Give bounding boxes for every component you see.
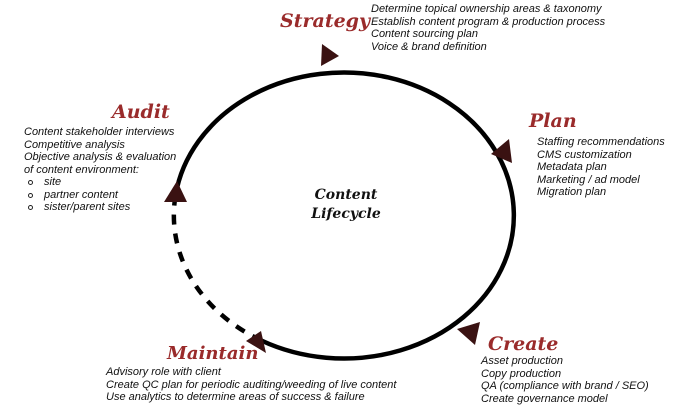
audit-title: Audit [112, 101, 170, 123]
cycle-dashed-arc [171, 194, 263, 343]
create-arrow-icon [457, 322, 480, 345]
plan-title: Plan [529, 110, 577, 132]
maintain-title: Maintain [167, 343, 259, 364]
audit-sub-item: partner content [24, 189, 176, 202]
plan-item: Marketing / ad model [537, 173, 640, 186]
strategy-arrow-icon [321, 44, 339, 66]
strategy-list: Determine topical ownership areas & taxo… [371, 3, 605, 53]
audit-arrow-icon [164, 181, 187, 202]
audit-sub-list: site partner content sister/parent sites [24, 176, 176, 214]
audit-list: Content stakeholder interviews Competiti… [24, 126, 176, 214]
maintain-item: Create QC plan for periodic auditing/wee… [106, 378, 397, 391]
strategy-item: Voice & brand definition [371, 40, 487, 53]
maintain-list: Advisory role with client Create QC plan… [106, 366, 396, 404]
audit-sub-item: site [24, 176, 176, 189]
create-item: Asset production [481, 355, 563, 367]
maintain-arrow-icon [246, 331, 266, 353]
plan-arrow-icon [491, 139, 512, 163]
maintain-item: Advisory role with client [106, 366, 221, 378]
plan-item: Migration plan [537, 186, 607, 198]
maintain-item: Use analytics to determine areas of succ… [106, 391, 365, 403]
strategy-item: Establish content program & production p… [371, 15, 606, 28]
plan-item: Staffing recommendations [537, 136, 665, 148]
strategy-item: Determine topical ownership areas & taxo… [371, 3, 602, 15]
create-title: Create [488, 333, 559, 355]
audit-item: Objective analysis & evaluation [24, 151, 177, 163]
strategy-item: Content sourcing plan [371, 28, 479, 40]
plan-list: Staffing recommendations CMS customizati… [537, 136, 665, 199]
plan-item: Metadata plan [537, 161, 607, 173]
audit-sub-item: sister/parent sites [24, 201, 176, 214]
audit-sub-list-wrapper: site partner content sister/parent sites [24, 176, 176, 214]
audit-item: Content stakeholder interviews [24, 126, 175, 138]
plan-item: CMS customization [537, 148, 632, 161]
center-label-line: Lifecycle [311, 206, 381, 222]
center-label: Content Lifecycle [290, 186, 402, 224]
audit-item: of content environment: [24, 163, 139, 176]
create-item: Copy production [481, 367, 562, 380]
center-label-line: Content [314, 187, 378, 203]
create-item: Create governance model [481, 392, 608, 405]
create-item: QA (compliance with brand / SEO) [481, 380, 649, 392]
strategy-title: Strategy [280, 10, 371, 32]
audit-item: Competitive analysis [24, 138, 125, 151]
create-list: Asset production Copy production QA (com… [481, 355, 649, 405]
